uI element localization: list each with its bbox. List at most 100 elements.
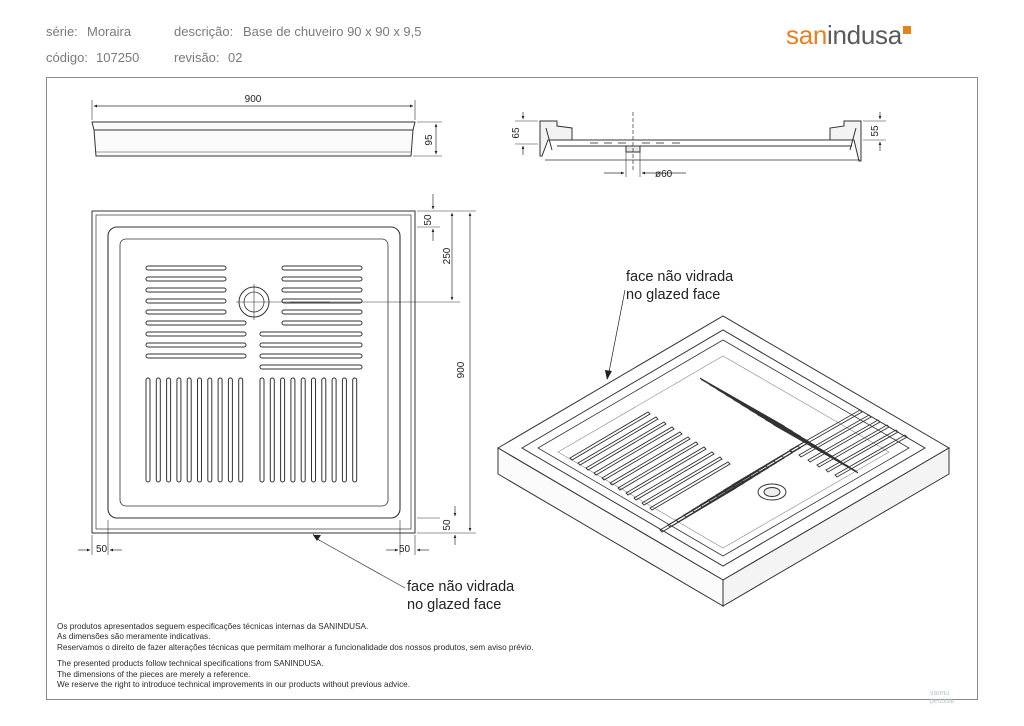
watermark: vannu pesuuiь [930,690,954,706]
iso-slot [617,441,699,491]
iso-slot [649,461,731,511]
iso-callout-leader [605,289,626,380]
note-pt-1: Os produtos apresentados seguem especifi… [57,622,369,631]
iso-slot [825,429,899,473]
descricao-value: Base de chuveiro 90 x 90 x 9,5 [243,24,422,39]
slot-v-right [331,377,337,483]
slot-v-right [280,377,286,483]
dim-plan-top-margin: 50 [423,214,434,226]
slot-v-right [352,377,358,483]
plan-callout-pt: face não vidrada [407,579,515,595]
plan-dimensions [78,194,476,589]
dim-drain-diameter: ø60 [655,169,673,180]
slot-v-left [186,377,192,483]
iso-callout-pt: face não vidrada [626,269,734,285]
slot-h-mid-left [145,353,247,359]
watermark-line1: vannu [930,690,950,697]
dim-side-right-height: 55 [870,125,881,137]
iso-slot [609,436,691,486]
iso-drain-slots [569,377,908,533]
slot-h-upper-right [281,276,363,282]
iso-slot [771,422,859,474]
slot-v-left [155,377,161,483]
slot-h-upper-right [281,309,363,315]
slot-h-upper-right [281,265,363,271]
drawing-frame [46,77,978,700]
iso-slot [816,424,890,468]
iso-slot [633,451,715,501]
iso-slot [601,431,683,481]
sanindusa-logo: sanindusa [786,20,911,51]
plan-callout: face não vidrada no glazed face [407,578,514,614]
revisao-value: 02 [228,50,243,65]
iso-slot [798,414,872,458]
dim-front-width: 900 [245,94,262,105]
dim-plan-drain-offset: 250 [442,247,453,264]
front-elevation-view [91,100,442,157]
slot-v-right [311,377,316,483]
note-en-1: The presented products follow technical … [57,659,324,669]
plan-callout-en: no glazed face [407,597,502,613]
plan-view [91,210,416,534]
slot-v-right [269,377,275,483]
slot-h-upper-right [281,298,363,304]
slot-v-left [166,377,172,483]
iso-slot [789,409,863,453]
iso-slot [569,411,651,461]
slot-h-upper-left [145,298,227,304]
watermark-line2: pesuuiь [930,698,955,705]
slot-v-left [176,377,182,483]
iso-slot [593,426,675,476]
slot-h-upper-right [281,320,363,326]
dim-plan-right-margin: 50 [399,544,411,555]
slot-h-mid-left [145,331,247,337]
codigo-label: código: [46,50,88,65]
serie-label: série: [46,24,78,39]
slot-h-upper-right [281,287,363,293]
iso-slot [585,421,667,471]
iso-callout-en: no glazed face [626,287,721,303]
slot-h-mid-left [145,342,247,348]
iso-slot [834,434,908,478]
slot-v-right [341,377,347,483]
note-pt-3: Reservamos o direito de fazer alterações… [57,642,534,652]
side-section-view [515,112,886,177]
slot-v-left [197,377,202,483]
iso-slot [625,446,707,496]
slot-v-right [259,377,265,483]
slot-h-mid-right [259,342,363,348]
dim-front-height: 95 [424,134,435,146]
logo-part-indusa: indusa [827,20,902,50]
slot-h-mid-left [145,320,247,326]
slot-h-upper-left [145,276,227,282]
plan-drain-slots [145,265,363,483]
dim-plan-bottom-margin: 50 [442,519,453,531]
dim-side-left-height: 65 [511,127,522,139]
note-en-3: We reserve the right to introduce techni… [57,680,410,690]
slot-v-left [238,377,244,483]
slot-h-mid-right [259,364,363,370]
slot-h-mid-right [259,331,363,337]
slot-v-left [207,377,213,483]
logo-mark-icon [902,26,911,34]
iso-slot [807,419,881,463]
revisao-label: revisão: [174,50,220,65]
dim-plan-depth: 900 [456,361,467,378]
isometric-view [497,315,950,607]
slot-h-upper-left [145,265,227,271]
slot-v-right [290,377,296,483]
iso-callout: face não vidrada no glazed face [626,268,733,304]
note-en-2: The dimensions of the pieces are merely … [57,669,251,679]
disclaimer-notes: Os produtos apresentados seguem especifi… [57,622,533,690]
iso-slot [641,456,723,506]
slot-v-right [300,377,306,483]
slot-v-left [227,377,233,483]
descricao-label: descrição: [174,24,234,39]
slot-h-upper-left [145,309,227,315]
dim-plan-left-margin: 50 [96,544,108,555]
iso-slot [577,416,659,466]
slot-v-left [217,377,223,483]
slot-v-right [321,377,327,483]
slot-h-upper-left [145,287,227,293]
